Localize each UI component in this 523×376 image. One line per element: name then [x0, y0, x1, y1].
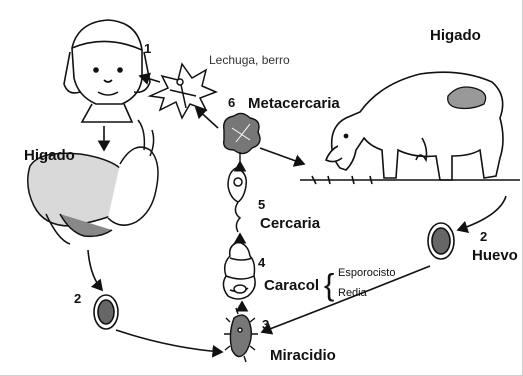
esporocisto-label: Esporocisto	[338, 268, 395, 279]
liver-organ-icon	[28, 120, 158, 244]
arrow-llama-to-egg	[458, 196, 506, 230]
llama-icon	[300, 72, 520, 184]
human-head-icon	[64, 20, 150, 122]
liver-organ-icon	[448, 87, 486, 109]
lechuga-label: Lechuga, berro	[209, 54, 290, 66]
cercaria-icon	[228, 168, 246, 232]
caracol-brace: {	[324, 269, 334, 300]
stage-number-6: 6	[228, 96, 235, 109]
caracol-label: Caracol	[264, 278, 319, 293]
snail-shell-icon	[223, 242, 255, 299]
stage-number-4: 4	[258, 256, 265, 269]
metacercaria-label: Metacercaria	[248, 96, 340, 111]
higado-right-label: Higado	[430, 28, 481, 43]
lettuce-leaf-icon	[150, 64, 216, 118]
higado-left-label: Higado	[24, 148, 75, 163]
egg-icon	[94, 295, 118, 329]
stage-number-2-right: 2	[480, 230, 487, 243]
arrow-meta-to-llama	[260, 148, 304, 164]
metacercaria-cyst-icon	[224, 113, 260, 162]
egg-icon	[428, 223, 454, 259]
miracidio-label: Miracidio	[270, 348, 336, 363]
stage-number-5: 5	[258, 198, 265, 211]
stage-number-3: 3	[262, 318, 269, 331]
arrow-egg-to-miracidio-left	[116, 330, 222, 352]
stage-number-2-left: 2	[74, 292, 81, 305]
arrow-liver-to-egg	[88, 250, 102, 290]
stage-number-1: 1	[144, 42, 151, 55]
huevo-label: Huevo	[472, 248, 518, 263]
miracidium-icon	[224, 308, 258, 362]
redia-label: Redia	[338, 288, 367, 299]
cercaria-label: Cercaria	[260, 216, 320, 231]
